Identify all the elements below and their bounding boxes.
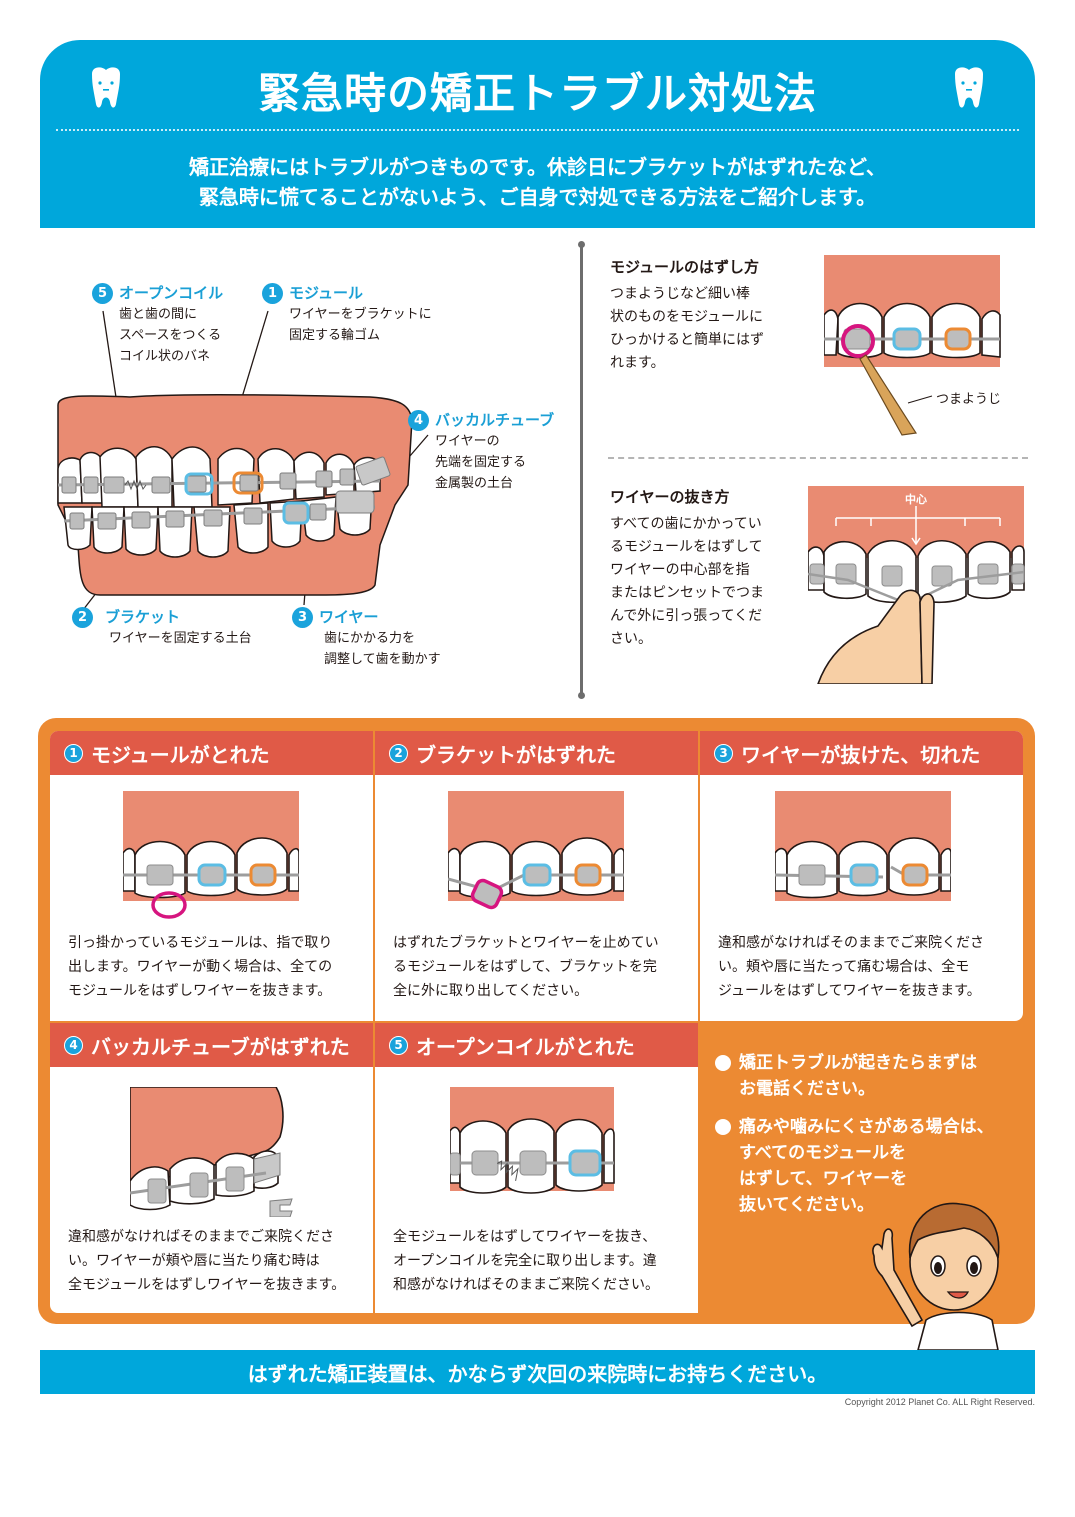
tip-text: つまようじなど細い棒 状のものをモジュールに ひっかけると簡単にはず れます。 (610, 286, 764, 371)
page-title: 緊急時の矯正トラブル対処法 (257, 69, 817, 118)
trouble-card-buccal-tube: 4 バッカルチューブがはずれた 違和感がなければそのままでご来院くださ い。ワイ… (50, 1023, 373, 1313)
number-badge: 2 (389, 743, 408, 763)
copyright-text: Copyright 2012 Planet Co. ALL Right Rese… (844, 1397, 1035, 1407)
number-badge: 1 (64, 743, 83, 763)
number-badge: 2 (72, 607, 93, 628)
header-banner: 緊急時の矯正トラブル対処法 矯正治療にはトラブルがつきものです。休診日にブラケッ… (40, 40, 1035, 228)
trouble-card-module: 1 モジュールがとれた 引っ掛かっているモジュールは、指で取り 出します。ワイヤ… (50, 731, 373, 1021)
toothpick-label: つまようじ (936, 392, 1002, 407)
number-badge: 5 (92, 283, 113, 304)
dashed-divider (608, 457, 1028, 459)
trouble-card-open-coil: 5 オープンコイルがとれた 全モジュールをはずしてワイヤーを抜き、 オープンコイ… (375, 1023, 698, 1313)
card-header: 4 バッカルチューブがはずれた (50, 1023, 373, 1067)
card-header: 5 オープンコイルがとれた (375, 1023, 698, 1067)
card-header: 3 ワイヤーが抜けた、切れた (700, 731, 1023, 775)
bullet-icon (715, 1055, 731, 1071)
card-text: はずれたブラケットとワイヤーを止めてい るモジュールをはずして、ブラケットを完 … (393, 935, 659, 999)
card-header: 2 ブラケットがはずれた (375, 731, 698, 775)
number-badge: 4 (64, 1035, 83, 1055)
card-text: 全モジュールをはずしてワイヤーを抜き、 オープンコイルを完全に取り出します。違 … (393, 1229, 659, 1293)
buccal-tube-off-illustration (130, 1087, 293, 1217)
card-text: 引っ掛かっているモジュールは、指で取り 出します。ワイヤーが動く場合は、全ての … (68, 935, 333, 999)
advice-item: 矯正トラブルが起きたらまずはお電話ください。 (715, 1050, 1015, 1102)
module-off-illustration (123, 791, 299, 919)
advice-list: 矯正トラブルが起きたらまずはお電話ください。 痛みや噛みにくさがある場合は、すべ… (715, 1050, 1015, 1230)
card-header: 1 モジュールがとれた (50, 731, 373, 775)
wire-broken-illustration (775, 791, 951, 901)
trouble-card-wire: 3 ワイヤーが抜けた、切れた 違和感がなければそのままでご来院くださ い。頬や唇… (700, 731, 1023, 1021)
footer-message-bar: はずれた矯正装置は、かならず次回の来院時にお持ちください。 (40, 1350, 1035, 1394)
tip-title: モジュールのはずし方 (610, 258, 759, 276)
dotted-divider (56, 129, 1019, 131)
tooth-icon (955, 67, 983, 108)
advice-item: 痛みや噛みにくさがある場合は、すべてのモジュールをはずして、ワイヤーを抜いてくだ… (715, 1114, 1015, 1218)
vertical-divider (578, 241, 585, 699)
card-text: 違和感がなければそのままでご来院くださ い。ワイヤーが頬や唇に当たり痛む時は 全… (68, 1229, 346, 1293)
toothpick-illustration (824, 255, 1001, 436)
trouble-card-bracket: 2 ブラケットがはずれた はずれたブラケットとワイヤーを止めてい るモジュールを… (375, 731, 698, 1021)
card-text: 違和感がなければそのままでご来院くださ い。頬や唇に当たって痛む場合は、全モ ジ… (718, 935, 984, 999)
number-badge: 1 (262, 283, 283, 304)
open-coil-off-illustration (450, 1087, 615, 1194)
center-label: 中心 (905, 492, 927, 506)
number-badge: 3 (714, 743, 733, 763)
number-badge: 3 (292, 607, 313, 628)
staff-character-illustration (872, 1202, 1000, 1350)
tip-title: ワイヤーの抜き方 (610, 488, 730, 506)
wire-removal-illustration: 中心 (808, 486, 1025, 684)
number-badge: 5 (389, 1035, 408, 1055)
bullet-icon (715, 1119, 731, 1135)
bracket-off-illustration (448, 791, 624, 910)
tooth-icon (92, 67, 120, 108)
tip-text: すべての歯にかかってい るモジュールをはずして ワイヤーの中心部を指 またはピン… (610, 516, 764, 647)
intro-text: 矯正治療にはトラブルがつきものです。休診日にブラケットがはずれたなど、 緊急時に… (189, 155, 886, 209)
braces-diagram (57, 310, 429, 611)
number-badge: 4 (408, 410, 429, 431)
tip-remove-module: モジュールのはずし方 つまようじなど細い棒 状のものをモジュールに ひっかけると… (610, 256, 790, 375)
tip-remove-wire: ワイヤーの抜き方 すべての歯にかかってい るモジュールをはずして ワイヤーの中心… (610, 486, 790, 651)
